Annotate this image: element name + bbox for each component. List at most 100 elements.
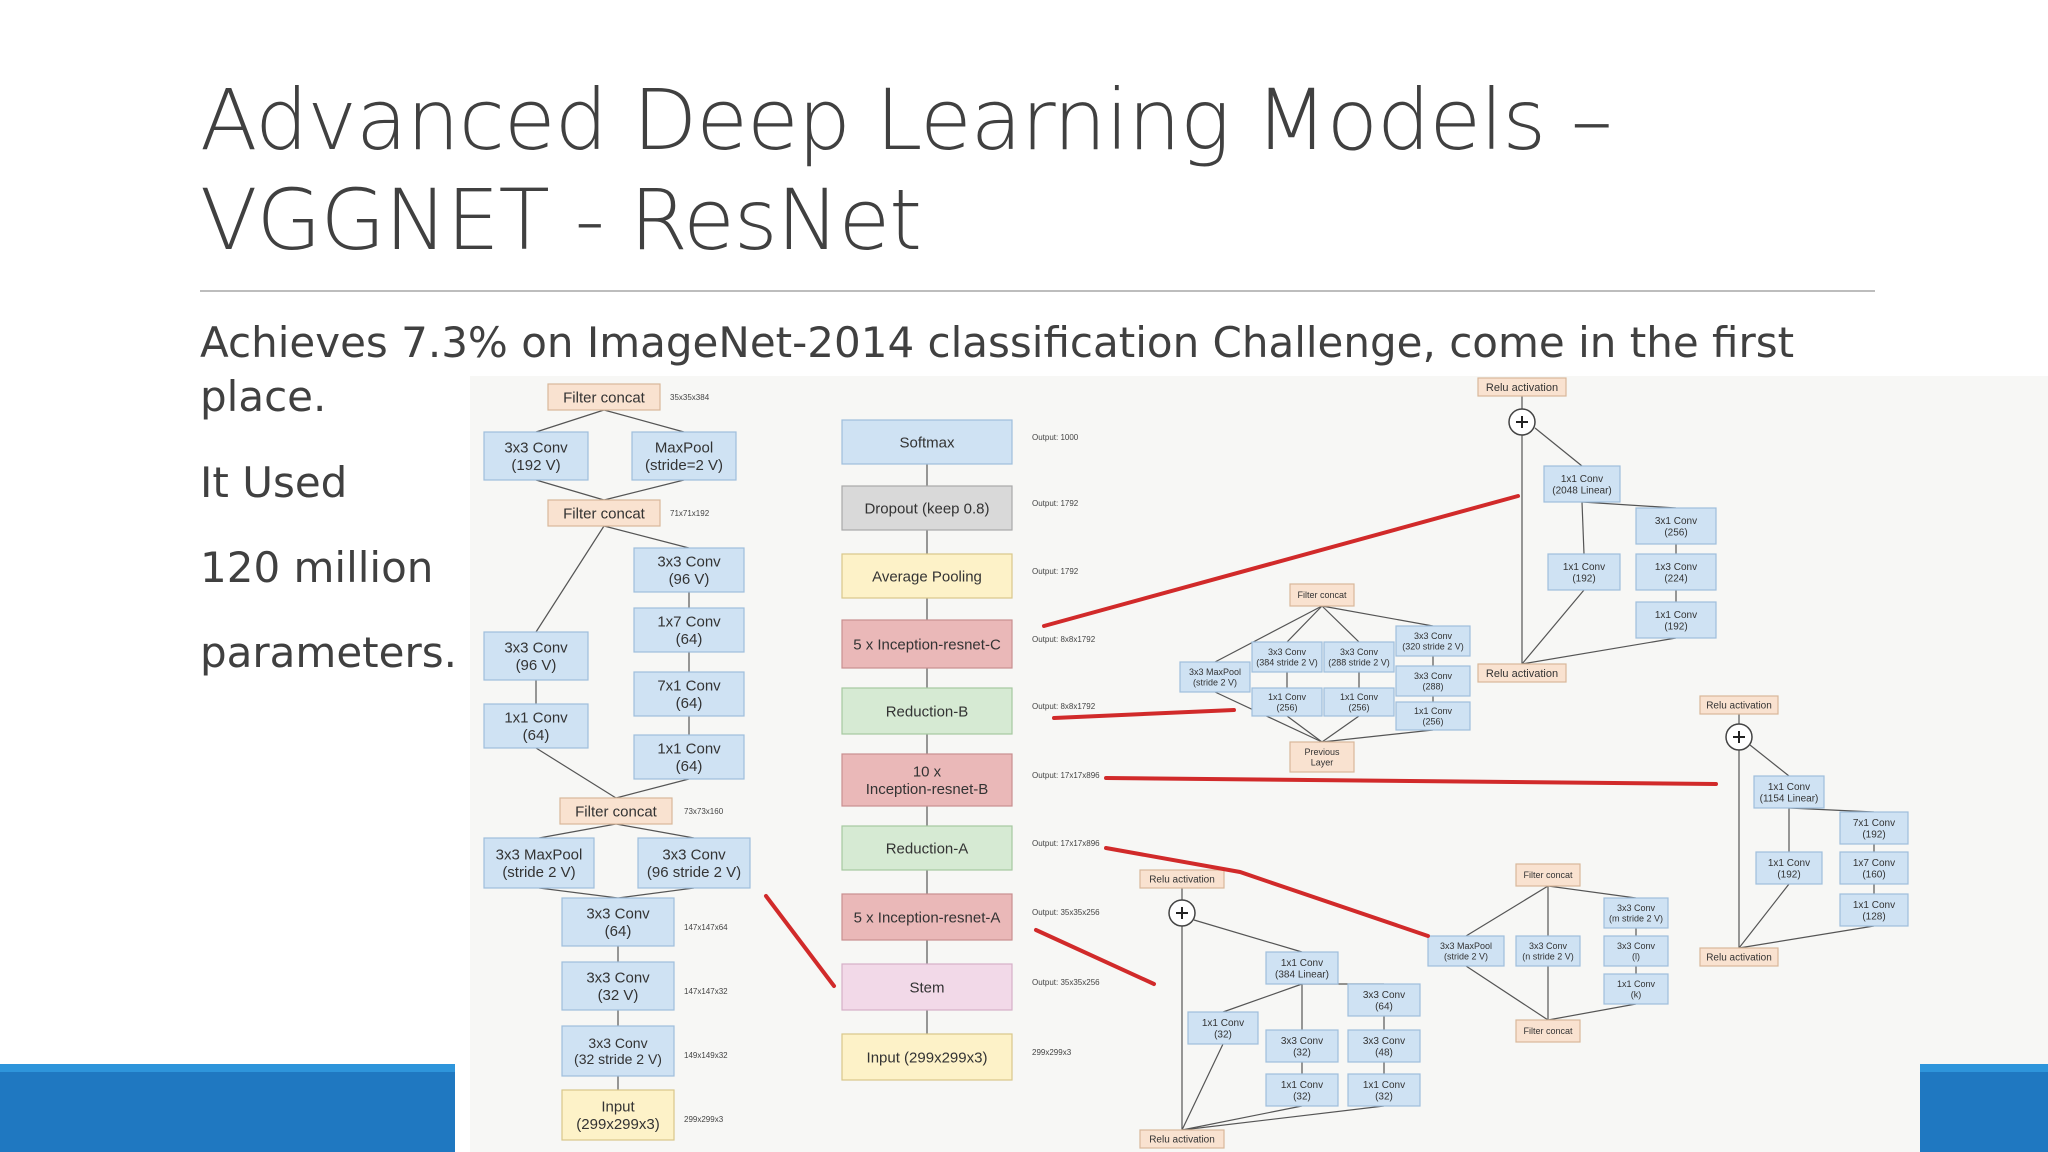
edge-fc_mid-maxpool2 — [603, 479, 685, 501]
edge-rb_prev-rb_b — [1321, 715, 1360, 743]
node-label-rb_c3: 3x3 Conv — [1414, 631, 1453, 641]
node-fc_low: Filter concat — [559, 797, 673, 825]
red-connector-4 — [1034, 928, 1156, 986]
red-connector-0 — [1042, 494, 1520, 628]
node-box-conv96s2 — [637, 837, 751, 889]
b-to-plus — [1749, 744, 1790, 777]
slide-title: Advanced Deep Learning Models – VGGNET -… — [200, 70, 1700, 270]
footer-bar-right — [1920, 1070, 2048, 1152]
node-box-a_1x1_32c — [1347, 1073, 1421, 1107]
node-box-redB — [841, 687, 1013, 735]
edge-b_7x1-b_1x1_1154 — [1788, 807, 1875, 813]
node-box-a_1x1_384 — [1265, 951, 1339, 985]
dim-label-fc_mid: 71x71x192 — [670, 509, 710, 518]
node-box-ra_fc_bot — [1515, 1019, 1581, 1043]
node-label-r_conv96: (96 V) — [669, 571, 710, 588]
node-label-rb_prev: Layer — [1311, 757, 1334, 767]
c-bot-192b — [1521, 637, 1677, 665]
node-b_1x1_192: 1x1 Conv(192) — [1755, 851, 1823, 885]
output-label-dropout: Output: 1792 — [1032, 499, 1079, 508]
node-rb_c3: 3x3 Conv(320 stride 2 V) — [1395, 625, 1471, 657]
node-label-b_relu_bot: Relu activation — [1706, 953, 1772, 964]
node-b_1x1_128: 1x1 Conv(128) — [1839, 893, 1909, 927]
node-label-conv96s2: (96 stride 2 V) — [647, 864, 741, 881]
node-box-b_relu_top — [1699, 695, 1779, 715]
node-box-conv64 — [561, 897, 675, 947]
node-label-c_relu_bot: Relu activation — [1486, 668, 1558, 680]
body-line-1: Achieves 7.3% on ImageNet-2014 classific… — [200, 318, 1795, 367]
node-box-b_1x1_192 — [1755, 851, 1823, 885]
body-line-4: 120 million — [200, 543, 434, 592]
node-box-ra_c1 — [1515, 935, 1581, 967]
node-label-a_1x1_32b: (32) — [1293, 1091, 1311, 1102]
node-box-a_1x1_32 — [1187, 1011, 1259, 1045]
node-a_3x3_64: 3x3 Conv(64) — [1347, 983, 1421, 1017]
node-a_3x3_32: 3x3 Conv(32) — [1265, 1029, 1339, 1063]
node-label-conv32s2: (32 stride 2 V) — [574, 1051, 662, 1067]
node-box-ra_c4 — [1603, 973, 1669, 1005]
node-label-r_7x1: 7x1 Conv — [657, 678, 721, 695]
node-label-maxpool2: MaxPool — [655, 440, 713, 457]
node-l_conv96: 3x3 Conv(96 V) — [483, 631, 589, 681]
title-divider — [200, 290, 1875, 292]
node-box-rb_c4 — [1395, 665, 1471, 697]
node-label-redB: Reduction-B — [886, 703, 969, 720]
node-label-r_1x7: 1x7 Conv — [657, 614, 721, 631]
node-label-maxpool2: (stride=2 V) — [645, 457, 723, 474]
node-rb_c4: 3x3 Conv(288) — [1395, 665, 1471, 697]
node-box-rb_c1 — [1251, 641, 1323, 673]
node-label-incC: 5 x Inception-resnet-C — [853, 636, 1001, 653]
red-connector-5 — [764, 894, 836, 988]
node-label-softmax: Softmax — [899, 434, 955, 451]
node-label-conv32v: (32 V) — [598, 987, 639, 1004]
node-rb_c1: 3x3 Conv(384 stride 2 V) — [1251, 641, 1323, 673]
node-box-ra_fc_top — [1515, 863, 1581, 887]
edge-conv192-fc_top — [535, 409, 605, 433]
node-label-ra_c4: (k) — [1631, 989, 1642, 999]
node-conv64: 3x3 Conv(64) — [561, 897, 675, 947]
node-stemm: Stem — [841, 963, 1013, 1011]
node-box-rb_fc — [1289, 583, 1355, 607]
node-ra_c4: 1x1 Conv(k) — [1603, 973, 1669, 1005]
node-label-incA: 5 x Inception-resnet-A — [854, 909, 1001, 926]
edge-ra_c2-ra_fc_top — [1547, 885, 1637, 899]
node-label-c_relu_top: Relu activation — [1486, 382, 1558, 394]
node-box-ra_c3 — [1603, 935, 1669, 967]
node-ra_c1: 3x3 Conv(n stride 2 V) — [1515, 935, 1581, 967]
node-fc_top: Filter concat — [547, 383, 661, 411]
node-label-b_1x1_192: 1x1 Conv — [1768, 858, 1810, 869]
node-r_7x1: 7x1 Conv(64) — [633, 671, 745, 717]
node-r_conv96: 3x3 Conv(96 V) — [633, 547, 745, 593]
node-label-maxpoolS2: 3x3 MaxPool — [496, 847, 583, 864]
node-box-r_1x1 — [633, 734, 745, 780]
node-label-rb_b: (256) — [1348, 702, 1369, 712]
node-label-a_3x3_48: 3x3 Conv — [1363, 1036, 1405, 1047]
node-label-a_1x1_32: 1x1 Conv — [1202, 1018, 1244, 1029]
edge-rb_c3-rb_fc — [1321, 605, 1434, 627]
node-maxpoolS2: 3x3 MaxPool(stride 2 V) — [483, 837, 595, 889]
node-conv32v: 3x3 Conv(32 V) — [561, 961, 675, 1011]
node-box-rb_b — [1323, 687, 1395, 717]
node-label-l_1x1: (64) — [523, 727, 550, 744]
node-label-l_conv96: 3x3 Conv — [504, 640, 568, 657]
body-line-3: It Used — [200, 458, 348, 507]
node-label-a_relu_top: Relu activation — [1149, 875, 1215, 886]
node-label-ra_c2: 3x3 Conv — [1617, 903, 1656, 913]
node-label-b_relu_top: Relu activation — [1706, 701, 1772, 712]
edge-rb_prev-rb_c — [1321, 729, 1434, 743]
b-bot-128 — [1738, 925, 1875, 949]
node-label-ra_fc_bot: Filter concat — [1523, 1026, 1573, 1036]
node-label-input: Input — [601, 1099, 635, 1116]
node-label-ra_mp: (stride 2 V) — [1444, 951, 1488, 961]
node-c_1x3: 1x3 Conv(224) — [1635, 553, 1717, 591]
node-label-r_conv96: 3x3 Conv — [657, 554, 721, 571]
output-label-softmax: Output: 1000 — [1032, 433, 1079, 442]
node-a_1x1_384: 1x1 Conv(384 Linear) — [1265, 951, 1339, 985]
edge-a_1x1_32-a_1x1_384 — [1222, 983, 1303, 1013]
node-box-stemm — [841, 963, 1013, 1011]
node-label-b_1x1_1154: 1x1 Conv — [1768, 782, 1810, 793]
node-box-rb_c2 — [1323, 641, 1395, 673]
node-label-a_3x3_32: 3x3 Conv — [1281, 1036, 1323, 1047]
